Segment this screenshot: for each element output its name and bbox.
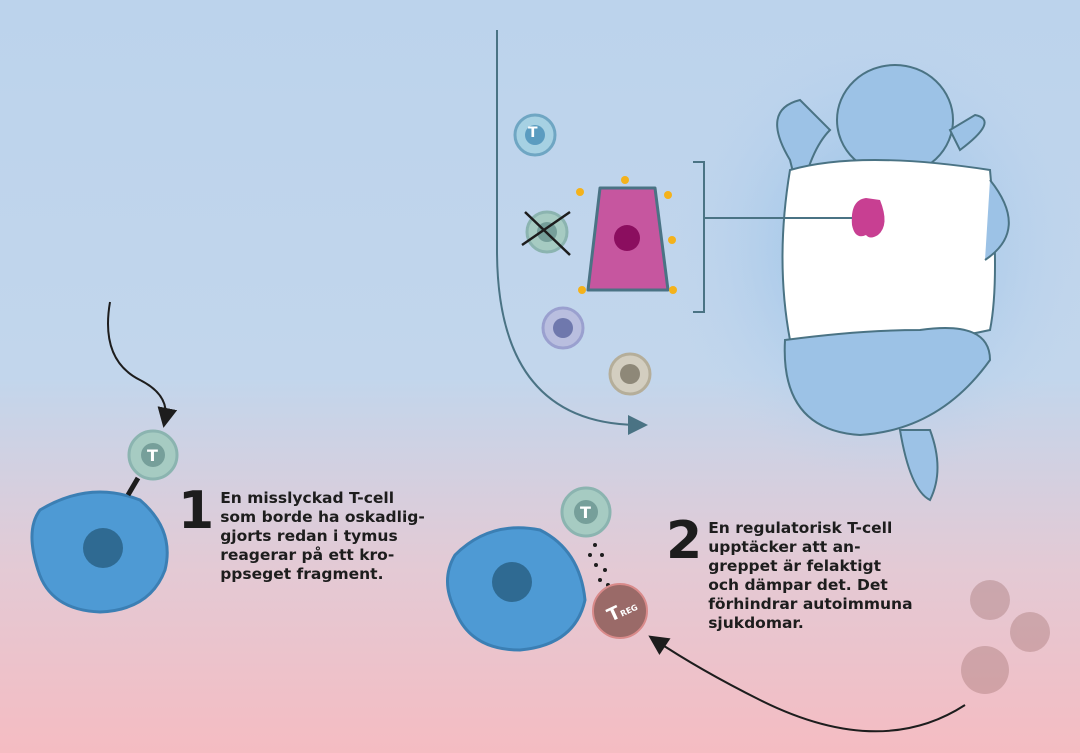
t-cell-rejected [521, 210, 571, 256]
signal-dots [588, 543, 610, 587]
treg-cells-faded [961, 580, 1050, 694]
t-cell-2 [560, 486, 612, 538]
baby-figure [670, 20, 1080, 502]
t-cell-thymus-4 [608, 352, 652, 396]
t-label: T [147, 446, 158, 465]
bracket-line [693, 161, 852, 313]
step-number: 1 [178, 481, 215, 541]
t-label: T [528, 125, 538, 141]
step-number: 2 [666, 511, 703, 571]
t-cell-attacking [125, 429, 179, 497]
step-text: En misslyckad T-cell som borde ha oskadl… [220, 489, 425, 583]
step-2: 2 En regulatorisk T-cell upptäcker att a… [666, 511, 913, 633]
t-cell-thymus-1 [513, 113, 557, 157]
thymus [851, 198, 885, 238]
treg-cell [592, 583, 648, 639]
presenting-cell-pink [576, 176, 677, 294]
arrow-1 [107, 301, 178, 428]
blue-cell-1 [30, 490, 169, 614]
step-text: En regulatorisk T-cell upptäcker att an-… [708, 519, 913, 632]
blue-cell-2 [446, 526, 587, 652]
t-label: T [580, 503, 591, 522]
step-1: 1 En misslyckad T-cell som borde ha oska… [178, 481, 425, 584]
t-cell-thymus-3 [541, 306, 585, 350]
thymus-path-arrow [496, 30, 648, 435]
arrow-2 [648, 635, 966, 733]
